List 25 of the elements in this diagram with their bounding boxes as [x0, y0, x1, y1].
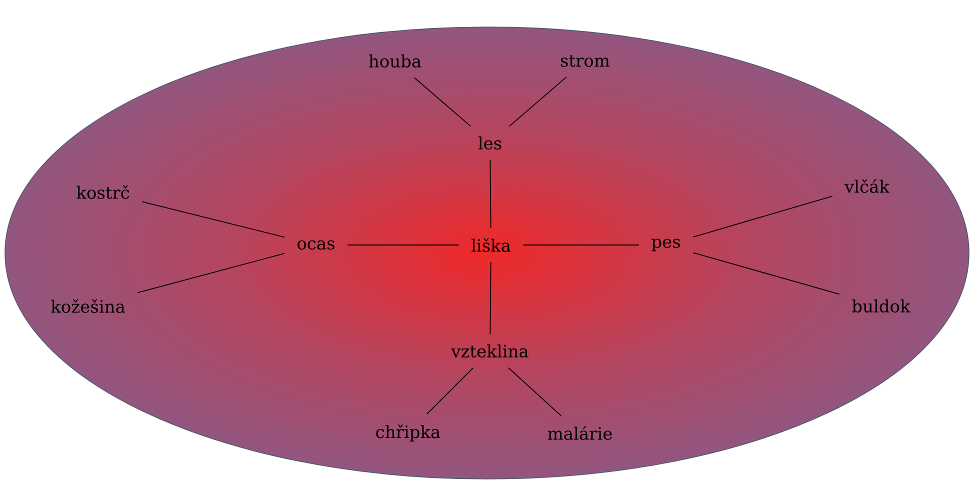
- connector-line: [490, 159, 492, 228]
- connector-line: [426, 367, 474, 415]
- connector-line: [347, 244, 460, 246]
- node-label: chřipka: [376, 424, 440, 442]
- node-label: kostrč: [76, 185, 130, 199]
- node-label: vlčák: [844, 179, 890, 193]
- connector-line: [522, 244, 640, 246]
- connector-line: [508, 76, 567, 127]
- node-label: kožešina: [51, 299, 125, 313]
- node-label: houba: [369, 54, 422, 68]
- connector-line: [692, 252, 840, 295]
- connector-line: [414, 77, 472, 127]
- node-label: malárie: [548, 426, 612, 440]
- connector-line: [692, 196, 833, 238]
- node-label: buldok: [852, 299, 910, 313]
- connector-line: [508, 367, 562, 416]
- connector-line: [137, 252, 285, 294]
- node-label: les: [478, 136, 502, 150]
- node-label: vzteklina: [451, 344, 528, 358]
- node-label: pes: [652, 238, 680, 252]
- connector-line: [142, 201, 285, 238]
- node-label: liška: [471, 238, 511, 252]
- node-label: ocas: [298, 240, 334, 250]
- connector-line: [490, 262, 492, 335]
- node-label: strom: [560, 55, 610, 67]
